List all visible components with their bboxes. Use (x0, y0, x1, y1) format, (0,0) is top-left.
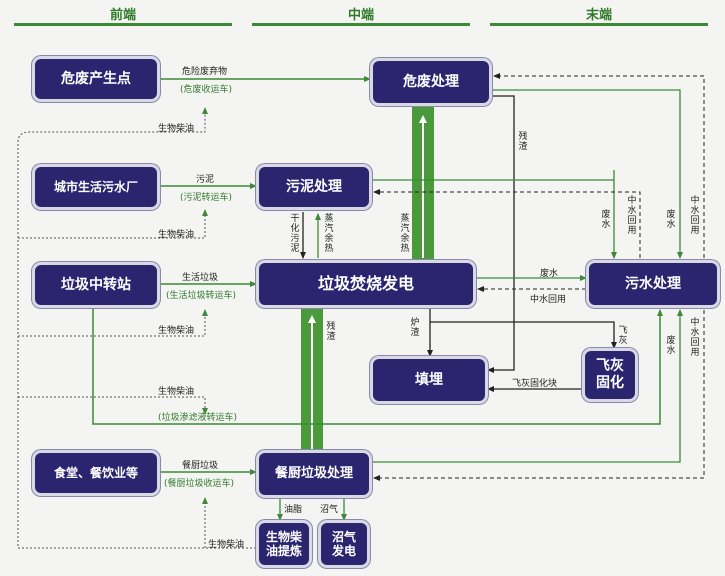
flow-fly-ash (430, 321, 617, 349)
node-hazard-treatment: 危废处理 (370, 58, 492, 106)
header-middle-line (252, 23, 470, 26)
label-kitchen-truck: (餐厨垃圾收运车) (164, 479, 235, 489)
header-back-line (490, 23, 708, 26)
flow-reclaim-hazard (493, 73, 705, 258)
label-sludge-truck: (污泥转运车) (180, 193, 233, 203)
label-biodiesel-1: 生物柴油 (158, 124, 195, 134)
node-hazard-source: 危废产生点 (32, 56, 160, 102)
flow-residue-hazard (487, 95, 515, 373)
flow-ww-hazard (492, 89, 683, 259)
header-back: 末端 (585, 8, 612, 23)
label-fly-ash-block: 飞灰固化块 (512, 379, 558, 389)
node-city-sewage-plant: 城市生活污水厂 (32, 164, 160, 210)
label-ww-incineration: 废水 (540, 269, 559, 279)
label-reclaim-incineration: 中水回用 (530, 295, 567, 305)
label-reclaim-hazard: 中水回用 (690, 196, 700, 236)
node-incineration-power: 垃圾焚烧发电 (256, 260, 476, 308)
flow-biodiesel-return (17, 107, 256, 549)
node-fly-ash-solidification: 飞灰固化 (582, 348, 638, 402)
flow-leachate (92, 306, 663, 425)
flow-reclaim-sludge (373, 189, 641, 258)
label-biodiesel-5: 生物柴油 (208, 540, 245, 550)
label-biodiesel-3: 生物柴油 (158, 326, 195, 336)
label-biogas: 沼气 (320, 505, 339, 515)
header-front-line (14, 23, 232, 26)
label-domestic-waste: 生活垃圾 (182, 273, 219, 283)
label-ww-sludge: 废水 (601, 210, 611, 230)
label-kitchen-waste: 餐厨垃圾 (182, 461, 219, 471)
label-reclaim-sludge: 中水回用 (627, 196, 637, 236)
label-residue-hazard: 残渣 (518, 132, 528, 152)
node-wastewater-treatment: 污水处理 (586, 260, 720, 308)
label-residue-kitchen: 残渣 (326, 322, 336, 342)
label-ww-hazard: 废水 (666, 210, 676, 230)
node-kitchen-waste-treatment: 餐厨垃圾处理 (256, 450, 372, 498)
flow-reclaim-kitchen (373, 310, 705, 481)
header-middle: 中端 (347, 8, 374, 23)
label-biodiesel-4: 生物柴油 (158, 387, 195, 397)
label-leachate-truck: (垃圾渗滤液转运车) (158, 413, 238, 423)
node-biogas-power: 沼气发电 (318, 520, 370, 568)
label-fly-ash: 飞灰 (618, 326, 628, 346)
label-dried-sludge: 干化污泥 (290, 214, 300, 254)
flow-biodiesel-2 (18, 209, 208, 239)
flow-biodiesel-3 (18, 309, 208, 337)
label-ww-kitchen: 废水 (666, 336, 676, 356)
trunk-residue-to-incineration (301, 306, 323, 456)
node-canteen: 食堂、餐饮业等 (32, 450, 160, 496)
label-reclaim-kitchen: 中水回用 (690, 318, 700, 358)
label-oil: 油脂 (284, 505, 303, 515)
label-domestic-truck: (生活垃圾转运车) (166, 291, 237, 301)
node-biodiesel-refining: 生物柴油提炼 (256, 520, 312, 568)
label-hazard-waste: 危险废弃物 (182, 67, 228, 77)
header-front: 前端 (109, 8, 136, 23)
label-slag: 炉渣 (410, 318, 420, 338)
label-steam-hazard: 蒸汽余热 (400, 214, 410, 254)
node-landfill: 填埋 (370, 356, 488, 404)
node-sludge-treatment: 污泥处理 (256, 164, 372, 210)
label-steam-sludge: 蒸汽余热 (324, 214, 334, 254)
trunk-steam-to-hazard (412, 106, 434, 260)
node-transfer-station: 垃圾中转站 (32, 262, 160, 308)
label-biodiesel-2: 生物柴油 (158, 230, 195, 240)
flow-ww-kitchen (372, 309, 683, 463)
label-hazard-truck: (危废收运车) (180, 85, 233, 95)
label-sludge: 污泥 (196, 175, 215, 185)
